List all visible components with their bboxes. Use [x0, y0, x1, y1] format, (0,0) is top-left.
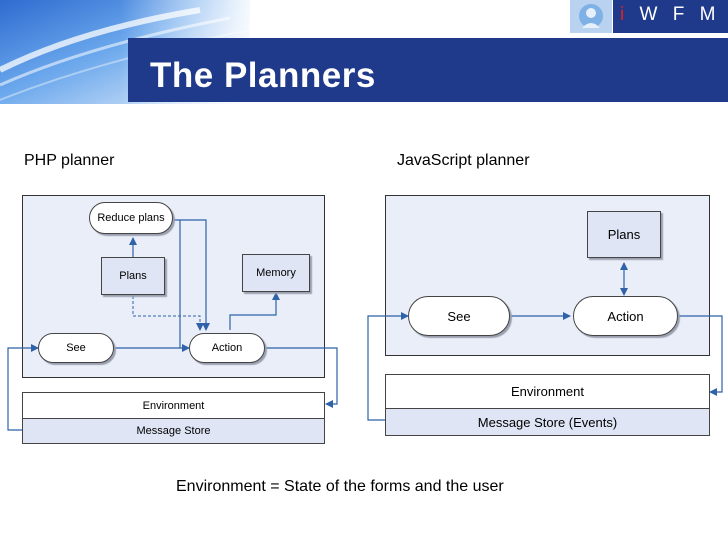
php-environment-box: Environment: [22, 392, 325, 419]
brand-logo-text: i W F M S: [620, 4, 728, 26]
js-plans-node: Plans: [587, 211, 661, 258]
brand-wfms: W F M S: [639, 4, 728, 25]
php-planner-label: PHP planner: [24, 152, 115, 169]
php-see-node: See: [38, 333, 114, 363]
php-plans-to-action-dashed: [132, 296, 204, 331]
js-message-store-box: Message Store (Events): [385, 408, 710, 436]
js-planner-label: JavaScript planner: [397, 152, 530, 169]
environment-definition-note: Environment = State of the forms and the…: [176, 478, 504, 495]
logo-image: [570, 0, 612, 33]
php-message-store-box: Message Store: [22, 418, 325, 444]
page-title: The Planners: [150, 56, 376, 95]
php-store-to-see-arrow: [7, 344, 39, 431]
js-action-node: Action: [573, 296, 678, 336]
js-environment-box: Environment: [385, 374, 710, 409]
php-plans-node: Plans: [101, 257, 165, 295]
title-bar: [128, 38, 728, 102]
js-store-to-see-arrow: [367, 312, 409, 421]
php-action-node: Action: [189, 333, 265, 363]
php-memory-node: Memory: [242, 254, 310, 292]
php-reduce-to-action-arrow: [172, 219, 210, 331]
js-see-node: See: [408, 296, 510, 336]
js-action-to-env-arrow: [678, 315, 723, 396]
brand-i: i: [620, 4, 630, 25]
brand-box: [613, 0, 728, 33]
php-action-to-memory-arrow: [229, 292, 280, 330]
php-reduce-plans-node: Reduce plans: [89, 202, 173, 234]
php-action-to-env-arrow: [262, 347, 338, 408]
